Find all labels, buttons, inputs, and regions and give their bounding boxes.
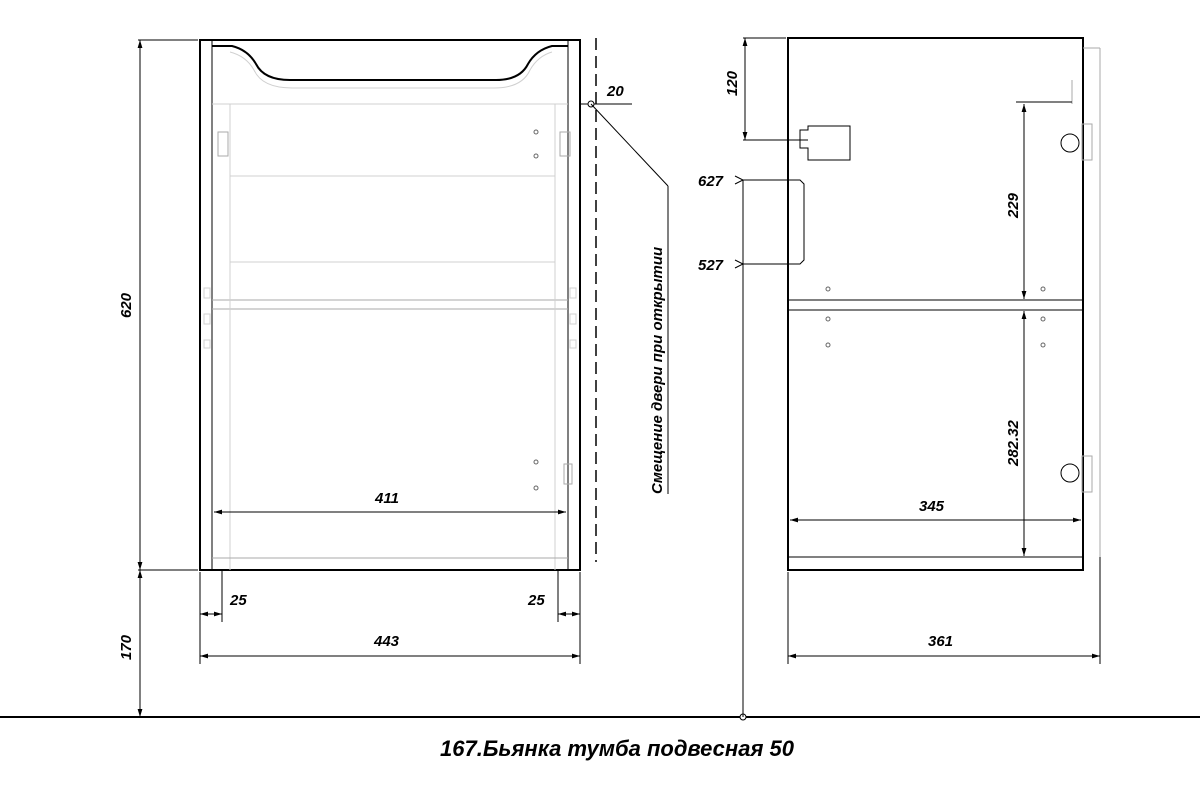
- dim-inner-depth: 345: [919, 498, 945, 515]
- dim-margin-left: 25: [229, 592, 247, 609]
- door-offset-note: Смещение двери при открытии: [649, 247, 666, 494]
- dim-total-width: 443: [373, 633, 400, 650]
- drawing-title: 167.Бьянка тумба подвесная 50: [440, 736, 795, 761]
- left-hinge-icon: [217, 131, 229, 157]
- front-view: 20 Смещение двери при открытии 620 170 4…: [118, 38, 669, 717]
- sink-basin-edge: [212, 45, 568, 81]
- dim-level-lower: 527: [698, 257, 724, 274]
- dim-hang-height: 170: [118, 634, 135, 660]
- right-hinge-icon: [559, 131, 571, 157]
- dim-top-offset: 120: [724, 70, 741, 96]
- side-view: 120 627 527 229 282.32 345 361: [698, 37, 1101, 717]
- dim-shelf-lower: 282.32: [1005, 419, 1022, 467]
- door-offset-value: 20: [606, 83, 624, 100]
- side-cabinet-outline: [787, 37, 1084, 571]
- dim-height: 620: [118, 292, 135, 318]
- upper-mount-icon: [1060, 133, 1080, 153]
- dim-shelf-upper: 229: [1005, 192, 1022, 219]
- dim-margin-right: 25: [527, 592, 545, 609]
- lower-mount-icon: [1060, 463, 1080, 483]
- level-bracket: [743, 179, 805, 265]
- dim-level-upper: 627: [698, 173, 724, 190]
- drain-fitting-icon: [799, 125, 851, 161]
- front-cabinet-outline: [199, 39, 581, 571]
- dim-inner-width: 411: [374, 490, 399, 507]
- dim-total-depth: 361: [928, 633, 953, 650]
